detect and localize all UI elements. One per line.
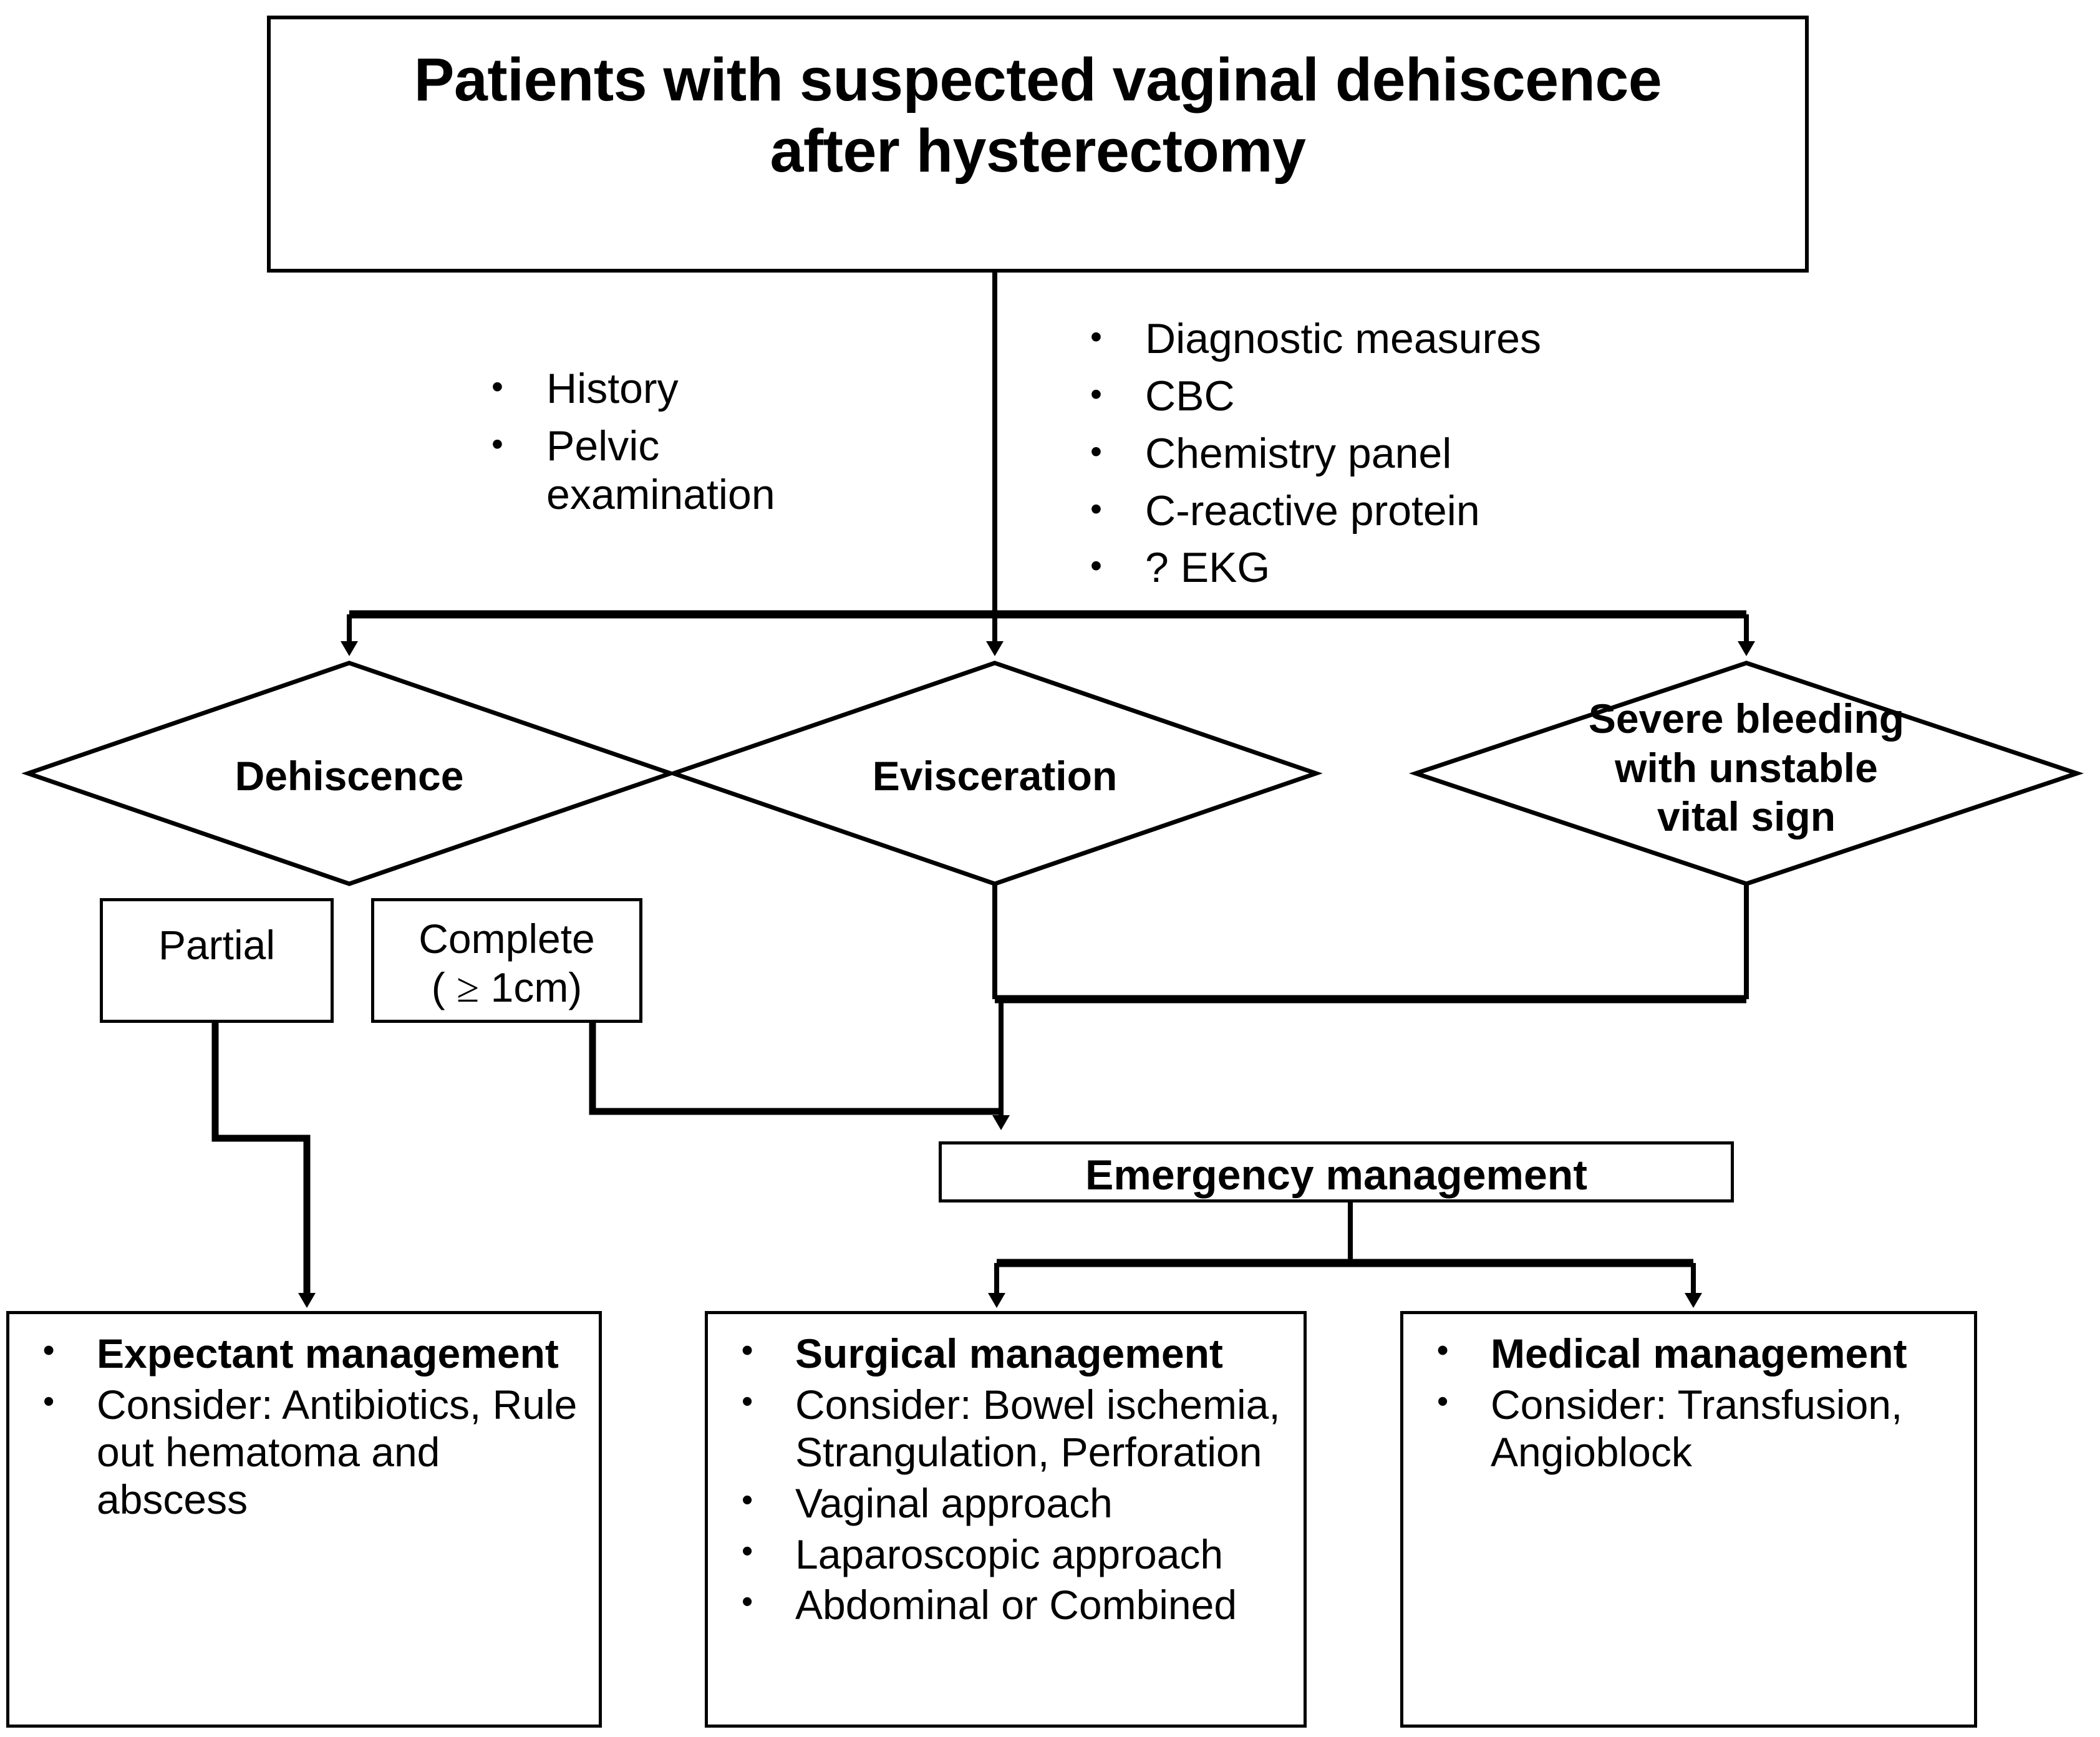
title-node: Patients with suspected vaginal dehiscen… xyxy=(267,16,1809,273)
list-item: Consider: Antibiotics, Rule out hematoma… xyxy=(28,1379,585,1524)
edge-complete-to-emergency xyxy=(589,1023,1001,1115)
outcome-list-medical: Medical management Consider: Transfusion… xyxy=(1422,1328,1960,1480)
decision-shape-severe-bleeding xyxy=(1408,660,2084,886)
outcome-list-surgical: Surgical management Consider: Bowel isch… xyxy=(727,1328,1290,1633)
list-item: Medical management xyxy=(1422,1328,1960,1378)
severity-label-partial: Partial xyxy=(158,922,276,968)
list-item: Expectant management xyxy=(28,1328,585,1378)
greater-equal-symbol: ≥ xyxy=(457,965,480,1011)
outcome-list-expectant: Expectant management Consider: Antibioti… xyxy=(28,1328,585,1527)
list-item: CBC xyxy=(1079,371,1703,421)
severity-node-complete: Complete ( ≥ 1cm) xyxy=(371,898,642,1023)
clinical-assessment-list: History Pelvic examination xyxy=(480,364,879,528)
list-item: Abdominal or Combined xyxy=(727,1579,1290,1629)
list-item: History xyxy=(480,364,879,414)
outcome-node-expectant: Expectant management Consider: Antibioti… xyxy=(6,1311,602,1728)
emergency-management-label: Emergency management xyxy=(1085,1151,1587,1199)
list-item: Consider: Transfusion, Angioblock xyxy=(1422,1379,1960,1476)
list-item: ? EKG xyxy=(1079,543,1703,593)
diagnostic-workup-list: Diagnostic measures CBC Chemistry panel … xyxy=(1079,314,1703,601)
emergency-management-node: Emergency management xyxy=(939,1141,1734,1202)
list-item: C-reactive protein xyxy=(1079,486,1703,536)
list-item: Pelvic examination xyxy=(480,421,879,520)
severity-label-complete-size: ( ≥ 1cm) xyxy=(431,964,583,1011)
list-item: Vaginal approach xyxy=(727,1478,1290,1527)
list-item: Chemistry panel xyxy=(1079,428,1703,478)
page-title: Patients with suspected vaginal dehiscen… xyxy=(414,46,1662,185)
decision-shape-dehiscence xyxy=(21,660,677,886)
decision-shape-evisceration xyxy=(667,660,1323,886)
outcome-node-surgical: Surgical management Consider: Bowel isch… xyxy=(705,1311,1307,1728)
list-item: Surgical management xyxy=(727,1328,1290,1378)
list-item: Laparoscopic approach xyxy=(727,1529,1290,1579)
edge-partial-to-expectant xyxy=(211,1023,316,1308)
list-item: Consider: Bowel ischemia, Strangulation,… xyxy=(727,1379,1290,1476)
severity-node-partial: Partial xyxy=(100,898,334,1023)
outcome-node-medical: Medical management Consider: Transfusion… xyxy=(1400,1311,1977,1728)
list-item: Diagnostic measures xyxy=(1079,314,1703,364)
severity-label-complete: Complete xyxy=(419,916,595,962)
